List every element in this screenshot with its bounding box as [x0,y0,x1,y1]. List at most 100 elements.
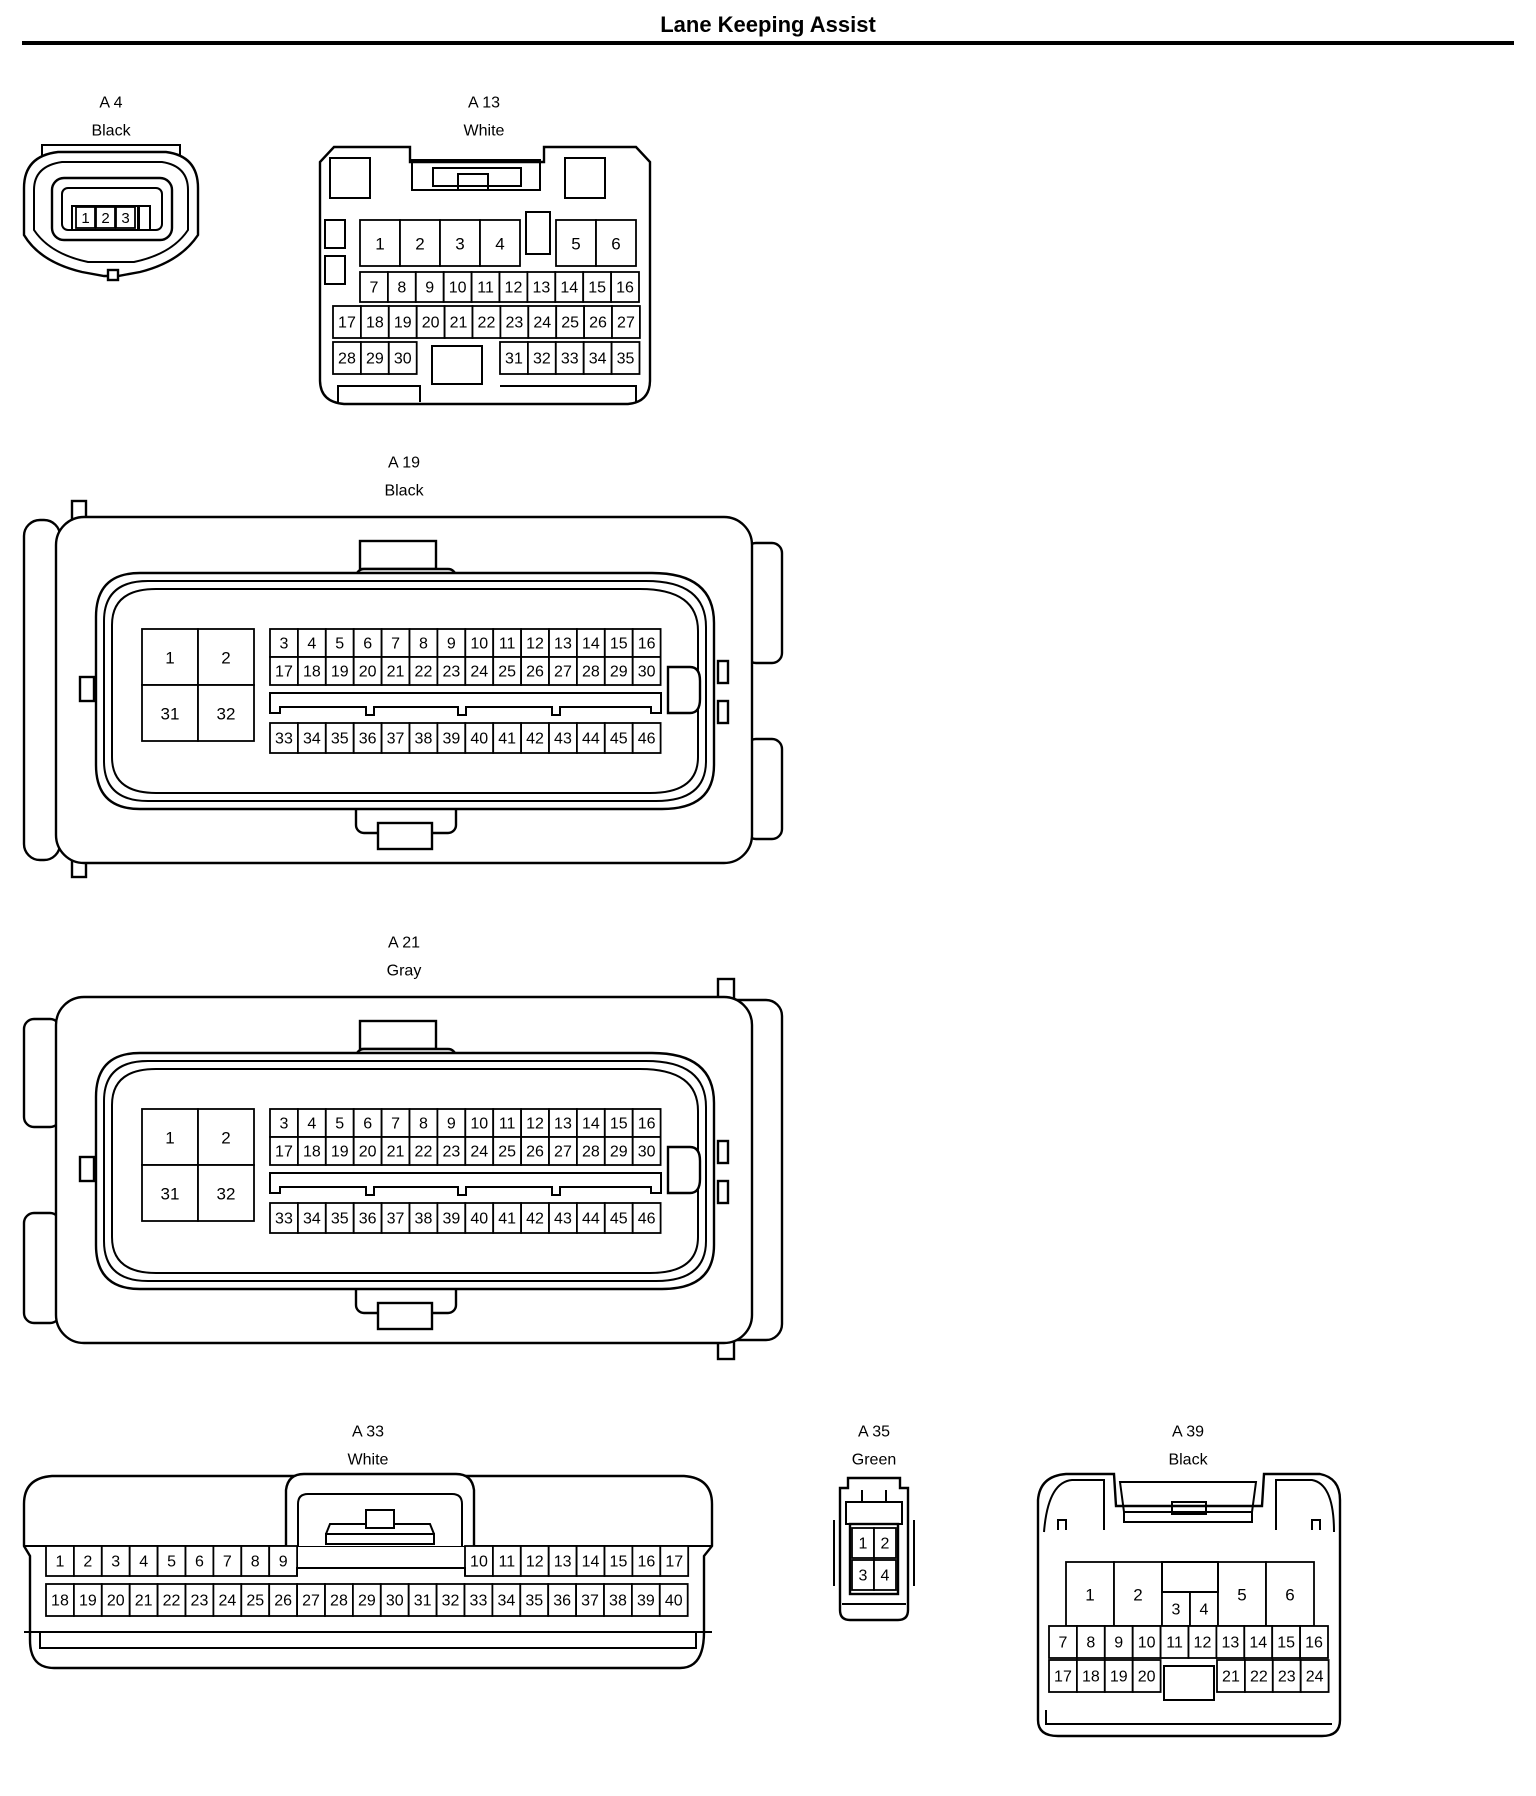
pin-19: 19 [1110,1669,1128,1686]
page-title: Lane Keeping Assist [660,12,876,37]
pin-3: 3 [279,636,288,653]
pin-8: 8 [251,1554,260,1571]
pin-22: 22 [163,1593,181,1610]
pin-36: 36 [359,731,377,748]
pin-1: 1 [1085,1586,1094,1605]
pin-5: 5 [335,636,344,653]
pin-8: 8 [419,1116,428,1133]
pin-18: 18 [303,664,321,681]
pin-46: 46 [638,731,656,748]
pin-20: 20 [359,1144,377,1161]
pin-18: 18 [51,1593,69,1610]
pin-35: 35 [331,731,349,748]
pin-15: 15 [610,1116,628,1133]
pin-5: 5 [335,1116,344,1133]
pin-22: 22 [478,315,496,332]
pin-7: 7 [223,1554,232,1571]
pin-16: 16 [638,636,656,653]
connector-id: A 19 [388,455,420,472]
pin-19: 19 [331,664,349,681]
pin-1: 1 [375,235,384,254]
pin-6: 6 [363,1116,372,1133]
pin-10: 10 [470,636,488,653]
pin-32: 32 [217,705,236,724]
pin-20: 20 [1138,1669,1156,1686]
pin-27: 27 [617,315,635,332]
pin-12: 12 [1194,1635,1212,1652]
pin-23: 23 [505,315,523,332]
pin-22: 22 [415,664,433,681]
pin-2: 2 [881,1536,890,1553]
pin-3: 3 [279,1116,288,1133]
pin-44: 44 [582,731,600,748]
connector-id: A 21 [388,935,420,952]
pin-41: 41 [498,731,516,748]
pin-7: 7 [369,280,378,297]
pin-40: 40 [470,1211,488,1228]
pin-17: 17 [275,1144,293,1161]
pin-24: 24 [470,664,488,681]
pin-26: 26 [274,1593,292,1610]
pin-36: 36 [553,1593,571,1610]
pin-42: 42 [526,731,544,748]
pin-14: 14 [582,1116,600,1133]
pin-29: 29 [366,351,384,368]
pin-13: 13 [554,1116,572,1133]
pin-27: 27 [554,1144,572,1161]
pin-25: 25 [498,1144,516,1161]
pin-39: 39 [442,1211,460,1228]
pin-2: 2 [221,649,230,668]
pin-33: 33 [275,731,293,748]
pin-3: 3 [111,1554,120,1571]
pin-29: 29 [358,1593,376,1610]
pin-9: 9 [1114,1635,1123,1652]
pin-2: 2 [101,210,109,227]
pin-2: 2 [221,1129,230,1148]
pin-36: 36 [359,1211,377,1228]
pin-29: 29 [610,664,628,681]
pin-15: 15 [1277,1635,1295,1652]
pin-13: 13 [554,636,572,653]
pin-23: 23 [1278,1669,1296,1686]
pin-9: 9 [279,1554,288,1571]
pin-17: 17 [665,1554,683,1571]
pin-3: 3 [859,1568,868,1585]
pin-33: 33 [470,1593,488,1610]
pin-2: 2 [415,235,424,254]
pin-11: 11 [1166,1635,1183,1652]
pin-30: 30 [638,1144,656,1161]
pin-2: 2 [83,1554,92,1571]
pin-23: 23 [442,1144,460,1161]
pin-19: 19 [394,315,412,332]
pin-9: 9 [447,636,456,653]
pin-31: 31 [161,1185,180,1204]
pin-16: 16 [637,1554,655,1571]
pin-15: 15 [610,1554,628,1571]
pin-39: 39 [442,731,460,748]
pin-30: 30 [638,664,656,681]
pin-16: 16 [638,1116,656,1133]
pin-22: 22 [415,1144,433,1161]
pin-41: 41 [498,1211,516,1228]
connector-id: A 4 [99,95,122,112]
pin-26: 26 [526,1144,544,1161]
pin-13: 13 [532,280,550,297]
pin-42: 42 [526,1211,544,1228]
connector-color: White [464,123,505,140]
pin-13: 13 [554,1554,572,1571]
pin-25: 25 [561,315,579,332]
pin-43: 43 [554,731,572,748]
pin-30: 30 [386,1593,404,1610]
pin-46: 46 [638,1211,656,1228]
connector-id: A 33 [352,1424,384,1441]
pin-20: 20 [107,1593,125,1610]
pin-35: 35 [331,1211,349,1228]
pin-19: 19 [331,1144,349,1161]
pin-34: 34 [589,351,607,368]
